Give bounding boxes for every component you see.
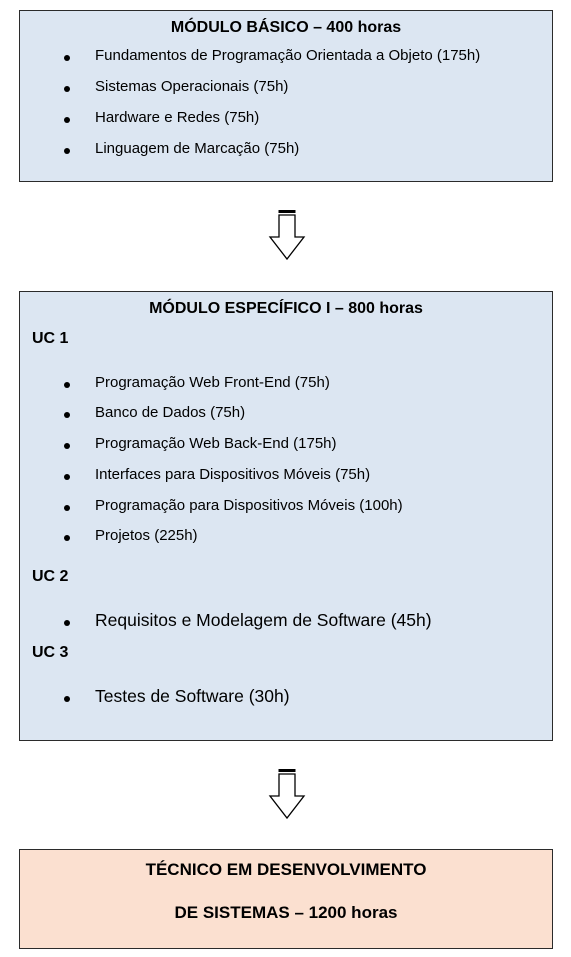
uc3-label: UC 3 [32, 644, 69, 661]
list-item-label: Linguagem de Marcação (75h) [95, 140, 300, 157]
list-item-label: Interfaces para Dispositivos Móveis (75h… [95, 466, 371, 483]
list-item-label: Requisitos e Modelagem de Software (45h) [95, 610, 432, 630]
list-item-label: Testes de Software (30h) [95, 686, 290, 706]
final-title-line2: DE SISTEMAS – 1200 horas [174, 903, 398, 922]
list-item-label: Programação Web Back-End (175h) [95, 435, 337, 452]
list-item-label: Hardware e Redes (75h) [95, 109, 260, 126]
list-item-label: Sistemas Operacionais (75h) [95, 78, 289, 95]
specific-module-title: MÓDULO ESPECÍFICO I – 800 horas [149, 300, 423, 317]
down-arrow-icon [268, 210, 306, 261]
list-item-label: Programação para Dispositivos Móveis (10… [95, 497, 403, 514]
specific-module-box: MÓDULO ESPECÍFICO I – 800 horas UC 1 Pro… [19, 291, 553, 741]
uc1-label: UC 1 [32, 330, 69, 347]
uc2-label: UC 2 [32, 568, 69, 585]
list-item-label: Projetos (225h) [95, 527, 198, 544]
final-title-line1: TÉCNICO EM DESENVOLVIMENTO [145, 860, 427, 879]
final-box: TÉCNICO EM DESENVOLVIMENTO DE SISTEMAS –… [19, 849, 553, 949]
list-item-label: Fundamentos de Programação Orientada a O… [95, 47, 481, 64]
list-item-label: Programação Web Front-End (75h) [95, 374, 330, 391]
list-item-label: Banco de Dados (75h) [95, 404, 246, 421]
basic-module-box: MÓDULO BÁSICO – 400 horas Fundamentos de… [19, 10, 553, 182]
down-arrow-icon [268, 769, 306, 820]
basic-module-title: MÓDULO BÁSICO – 400 horas [170, 19, 402, 36]
